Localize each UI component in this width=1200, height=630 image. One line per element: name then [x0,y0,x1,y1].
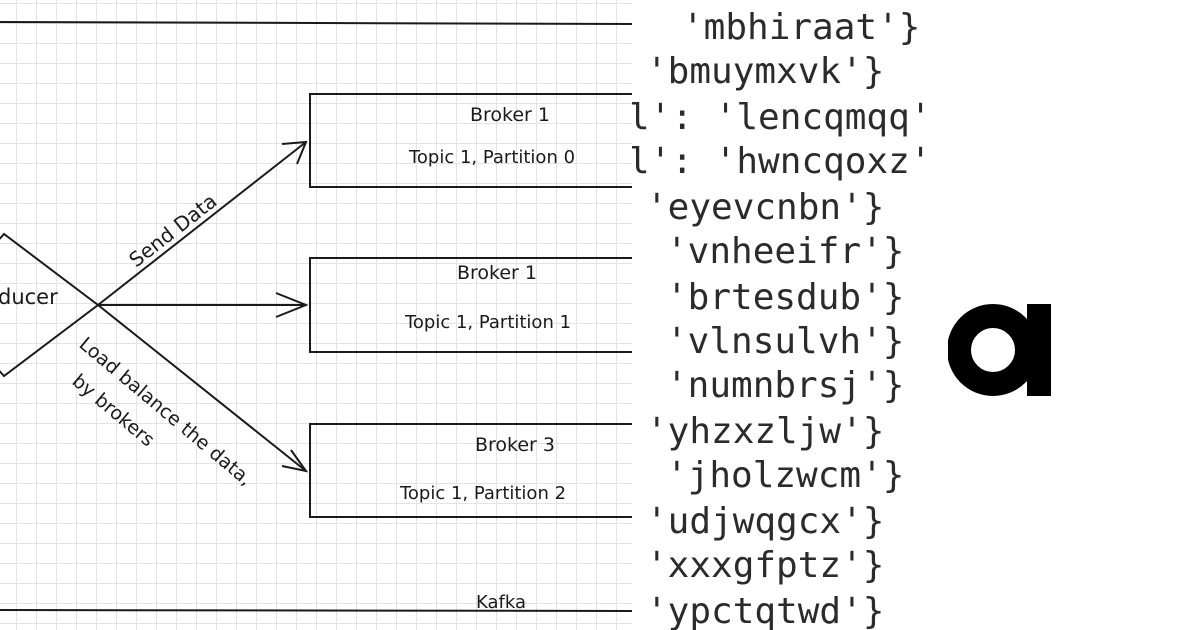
code-line: 'yhzxzljw'} [646,411,885,452]
architecture-diagram-panel: ducer Broker 1 Topic 1, Partition 0 Brok… [0,0,632,630]
cluster-bottom-border [0,609,632,612]
code-line: 'eyevcnbn'} [646,187,885,228]
code-line: l': 'lencqmqq'} [632,97,932,138]
broker-1-topic: Topic 1, Partition 0 [408,147,575,168]
logo-bowl [948,304,1039,396]
code-line: 'bmuymxvk'} [646,51,885,92]
arrow-to-broker-3 [97,304,309,473]
send-data-label: Send Data [124,189,221,272]
broker-box-2 [309,257,632,353]
brand-logo-a [948,304,1051,396]
code-line: l': 'hwncqoxz'} [632,141,932,182]
broker-box-1 [309,93,632,188]
code-line: 'ypctqtwd'} [646,591,885,630]
code-line: 'vnheeifr'} [666,231,905,272]
broker-1-name: Broker 1 [470,104,550,126]
code-line: 'brtesdub'} [666,277,905,318]
cluster-top-border [0,21,632,25]
code-line: 'jholzwcm'} [666,455,905,496]
code-line: 'udjwqgcx'} [646,501,885,542]
code-line: 'mbhiraat'} [682,7,921,48]
code-line: 'xxxgfptz'} [646,545,885,586]
broker-3-topic: Topic 1, Partition 2 [399,483,566,504]
producer-label: ducer [0,285,58,309]
kafka-cluster-label: Kafka [476,592,526,613]
code-line: 'numnbrsj'} [666,365,905,406]
broker-box-3 [309,423,632,518]
arrow-to-broker-2 [98,292,309,318]
broker-2-topic: Topic 1, Partition 1 [404,312,571,333]
broker-3-name: Broker 3 [475,434,555,456]
kafka-diagram: ducer Broker 1 Topic 1, Partition 0 Brok… [0,21,632,613]
code-snippet-panel: 'mbhiraat'} 'bmuymxvk'} l': 'lencqmqq'} … [632,0,932,630]
arrow-to-broker-1 [97,140,308,306]
logo-stem [1027,304,1051,396]
code-line: 'vlnsulvh'} [666,321,905,362]
broker-2-name: Broker 1 [457,262,537,284]
